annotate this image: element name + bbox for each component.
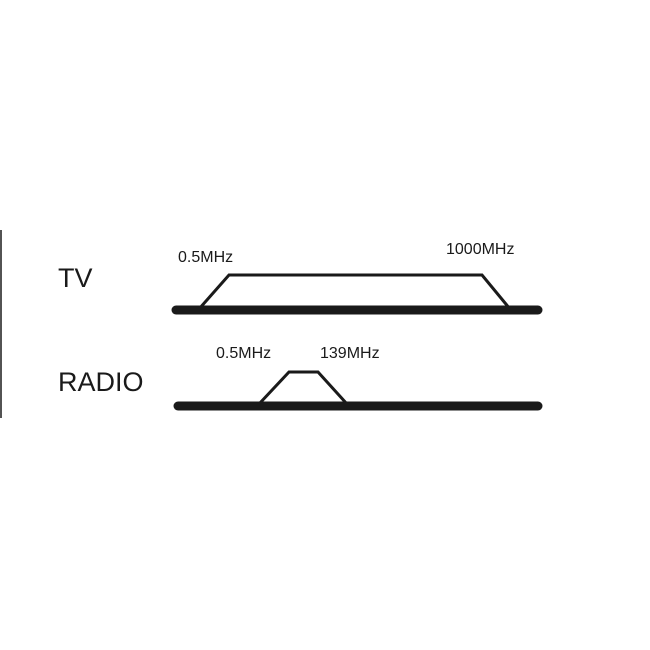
band-radio-low-label: 0.5MHz [216, 345, 271, 362]
band-tv-high-label: 1000MHz [446, 241, 514, 258]
band-radio-high-label: 139MHz [320, 345, 380, 362]
band-radio-name: RADIO [58, 367, 144, 397]
band-tv-low-label: 0.5MHz [178, 249, 233, 266]
band-tv: TV 0.5MHz 1000MHz [58, 241, 543, 315]
band-radio: RADIO 0.5MHz 139MHz [58, 345, 543, 411]
band-radio-passband [257, 370, 349, 406]
band-tv-name: TV [58, 263, 93, 293]
band-tv-passband [197, 273, 512, 310]
